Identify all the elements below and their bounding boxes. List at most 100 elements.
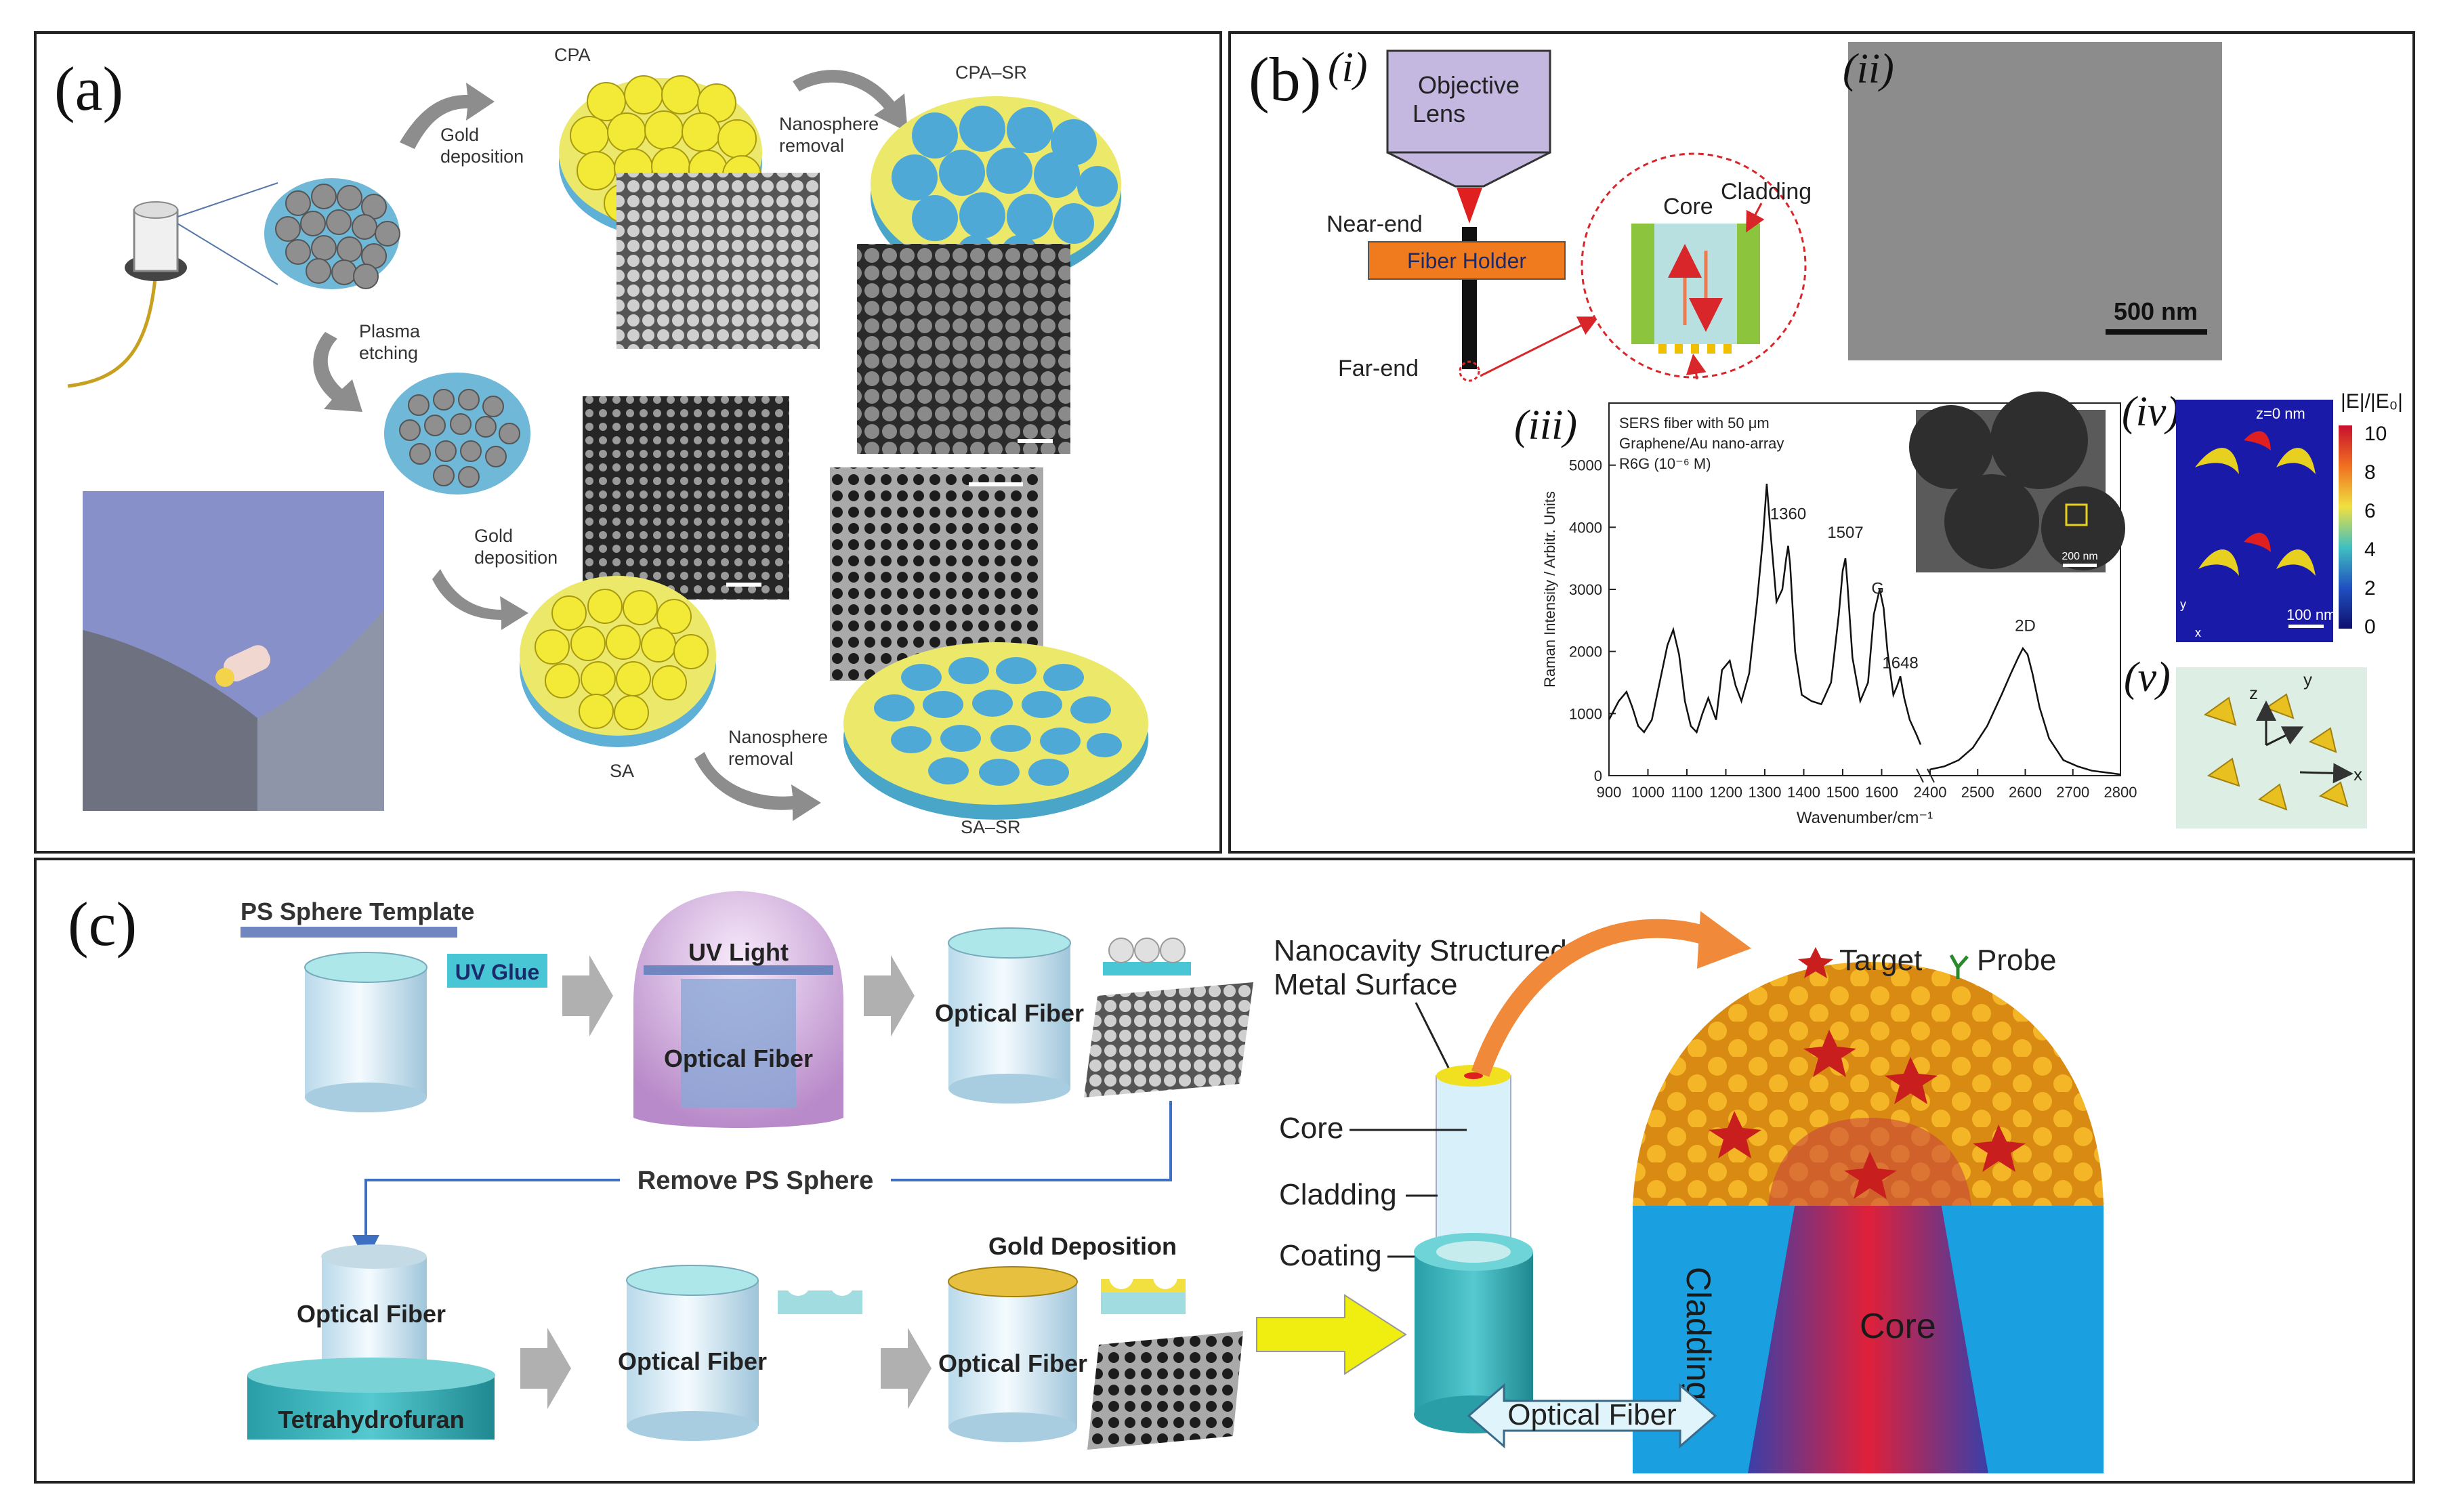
- sem-sa-sr-scalebar: [969, 482, 1023, 486]
- coating-label-c: Coating: [1279, 1239, 1382, 1272]
- ps-template-sheet: [240, 927, 457, 938]
- peak-label: 1360: [1770, 505, 1806, 523]
- field-map-z-label: z=0 nm: [2256, 405, 2305, 422]
- subpanel-iv-label: (iv): [2122, 389, 2180, 435]
- fiber-holder-label: Fiber Holder: [1407, 249, 1526, 273]
- subpanel-iii-label: (iii): [1514, 402, 1577, 448]
- panel-c: (c) PS Sphere Template UV Glue UV Light …: [34, 858, 2415, 1484]
- fiber-cylinder-2: [948, 927, 1071, 1104]
- uv-light-label: UV Light: [688, 938, 789, 966]
- sem-ps-template: [1084, 982, 1253, 1097]
- nanosphere-removal-label-1-line2: removal: [779, 135, 844, 156]
- initial-sphere-disk: [264, 178, 400, 289]
- subpanel-v-label: (v): [2124, 654, 2171, 700]
- x-tick-label: 1400: [1787, 784, 1820, 801]
- chart-legend-line2: Graphene/Au nano-array: [1619, 435, 1784, 452]
- plasma-etching-label-line2: etching: [359, 343, 418, 363]
- x-tick-label: 1200: [1709, 784, 1742, 801]
- tetrahydrofuran-label: Tetrahydrofuran: [278, 1406, 464, 1433]
- core-big-label: Core: [1860, 1307, 1936, 1346]
- panel-a-letter: (a): [54, 54, 123, 123]
- sa-sr-label: SA–SR: [961, 817, 1021, 837]
- near-end-label: Near-end: [1326, 211, 1423, 237]
- peak-label: 1648: [1882, 654, 1918, 672]
- pyramid-y-axis: y: [2303, 669, 2312, 690]
- peak-label: G: [1871, 579, 1884, 597]
- far-end-marker: [1459, 360, 1480, 382]
- fiber-cylinder-1: [304, 952, 427, 1112]
- colorbar: [2339, 425, 2352, 629]
- target-label: Target: [1839, 944, 1922, 977]
- x-axis-label: Wavenumber/cm⁻¹: [1797, 809, 1933, 827]
- subpanel-i-label: (i): [1328, 45, 1368, 91]
- objective-lens-label-line2: Lens: [1413, 100, 1465, 127]
- thf-bath: [247, 1244, 495, 1440]
- subpanel-ii-label: (ii): [1843, 46, 1894, 92]
- fiber-cross-section: [1633, 962, 2104, 1473]
- optical-fiber-label-2: Optical Fiber: [935, 999, 1084, 1027]
- peak-label: 1507: [1827, 524, 1863, 542]
- x-tick-label: 1000: [1631, 784, 1665, 801]
- nanosphere-removal-label-2-line1: Nanosphere: [728, 727, 828, 747]
- zoom-arrow: [1480, 316, 1599, 377]
- remove-ps-label: Remove PS Sphere: [637, 1167, 873, 1195]
- optical-fiber-label-4: Optical Fiber: [618, 1347, 767, 1375]
- pyramid-z-axis: z: [2249, 683, 2258, 703]
- optical-fiber-label-5: Optical Fiber: [938, 1349, 1087, 1377]
- far-end-label: Far-end: [1338, 356, 1419, 381]
- colorbar-tick-label: 0: [2364, 616, 2376, 638]
- sem-ii-scale-label: 500 nm: [2114, 297, 2198, 325]
- x-tick-label: 2800: [2104, 784, 2137, 801]
- ps-spheres-inset: [1103, 938, 1191, 975]
- x-tick-label: 2500: [1961, 784, 1994, 801]
- sem-cpa-scalebar: [767, 366, 799, 370]
- process-arrows-a: [313, 70, 908, 821]
- uv-glue-label: UV Glue: [455, 960, 539, 984]
- cavity-inset: [778, 1272, 862, 1314]
- fiber-holder: [1368, 241, 1566, 280]
- cladding-big-label: Cladding: [1679, 1267, 1717, 1400]
- spectrum-line: [1608, 484, 1922, 745]
- nanosphere-removal-label-1-line1: Nanosphere: [779, 114, 879, 134]
- sem-sa: [583, 396, 789, 600]
- colorbar-tick-label: 6: [2364, 500, 2376, 522]
- y-tick-label: 4000: [1569, 519, 1602, 536]
- y-tick-label: 1000: [1569, 705, 1602, 722]
- x-tick-label: 2700: [2056, 784, 2089, 801]
- optical-fiber-label-6: Optical Fiber: [1507, 1398, 1676, 1431]
- optical-fiber-label-1: Optical Fiber: [664, 1045, 813, 1072]
- panel-c-letter: (c): [68, 889, 137, 959]
- colorbar-tick-label: 2: [2364, 577, 2376, 600]
- y-tick-label: 0: [1594, 768, 1602, 784]
- colorbar-title: |E|/|E₀|: [2341, 390, 2403, 413]
- uv-glue-box: [447, 954, 547, 988]
- gold-cavity-inset: [1101, 1265, 1186, 1314]
- panel-b: (b) (i) Objective Lens Near-end Fiber Ho…: [1228, 31, 2415, 854]
- x-tick-label: 1300: [1749, 784, 1782, 801]
- objective-lens: [1386, 49, 1551, 224]
- nanocavity-label-line1: Nanocavity Structured: [1274, 934, 1567, 967]
- sem-cpa-sr-scalebar: [1018, 439, 1053, 443]
- x-tick-label: 1600: [1865, 784, 1898, 801]
- y-axis-label: Raman Intensity / Arbitr. Units: [1541, 491, 1558, 688]
- colorbar-tick-label: 8: [2364, 461, 2376, 484]
- gold-deposition-label-2-line2: deposition: [474, 547, 558, 568]
- sa-label: SA: [610, 761, 634, 781]
- uv-dome: [633, 891, 843, 1128]
- sem-cpa: [616, 173, 820, 349]
- gold-deposition-label-1-line1: Gold: [440, 125, 479, 145]
- optical-fiber-double-arrow: [1467, 1383, 1717, 1449]
- fiber-cylinder-5: [948, 1266, 1078, 1442]
- nanocavity-label-line2: Metal Surface: [1274, 968, 1457, 1001]
- zoom-curve-head: [1697, 911, 1751, 969]
- nanosphere-removal-label-2-line2: removal: [728, 749, 793, 769]
- probe-label: Probe: [1977, 944, 2056, 977]
- remove-ps-label-bg: [620, 1162, 891, 1197]
- x-tick-label: 2400: [1914, 784, 1947, 801]
- x-tick-label: 900: [1597, 784, 1622, 801]
- fiber-cylinder-4: [626, 1265, 759, 1441]
- x-tick-label: 1100: [1671, 784, 1702, 801]
